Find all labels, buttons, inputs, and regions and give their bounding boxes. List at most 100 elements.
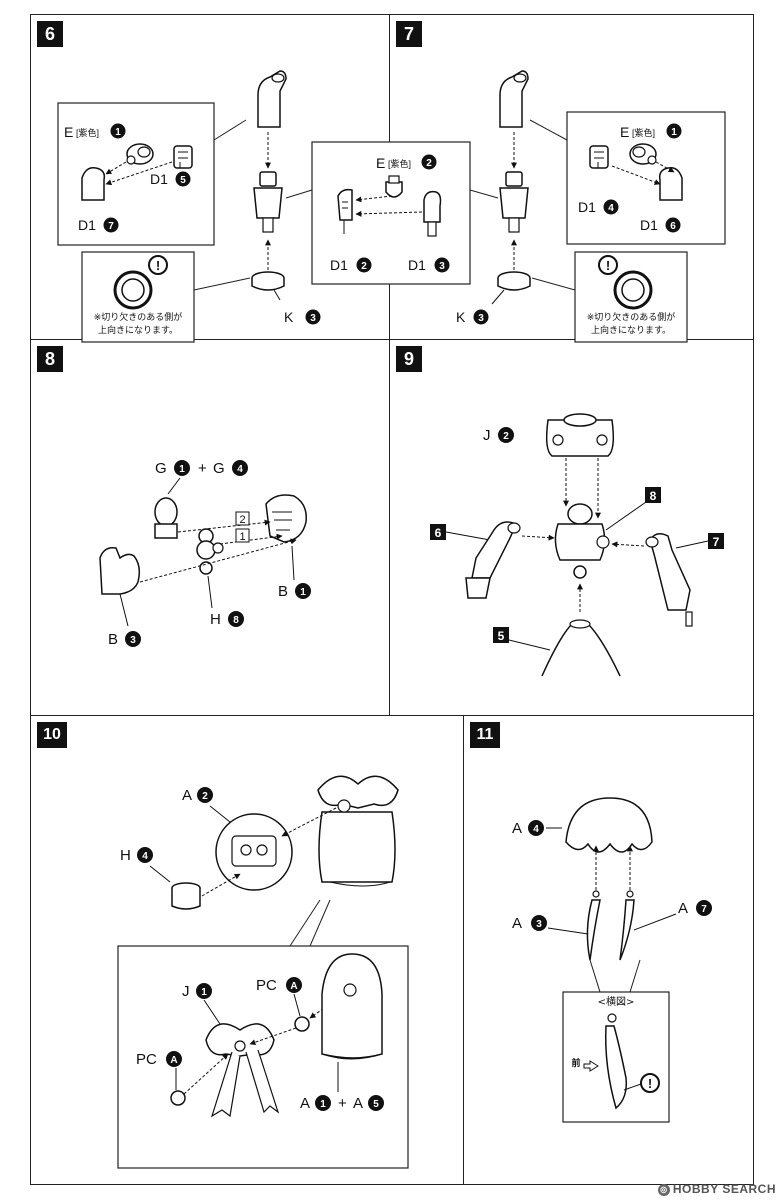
part-e-icon [126,143,154,165]
label-d1: D1 [78,217,96,233]
part-g-head-icon [154,497,178,539]
part-a2-disc-icon [215,813,293,891]
label-k: K [456,309,466,325]
label-sub: 2 [361,261,367,272]
step-ref-marker: 6 [435,526,442,540]
part-b3-torso-icon [99,546,141,595]
label-g: G [155,460,167,477]
label-a: A [182,787,192,804]
part-arm-6-icon [465,521,521,599]
label-a: A [512,915,522,932]
label-k: K [284,309,294,325]
note-line: ※切り欠きのある側が [586,313,676,323]
part-a4-hair-icon [565,797,653,853]
side-view-title: <横図> [597,997,635,1008]
notch-note-right: ※切り欠きのある側が 上向きになります。 [575,312,687,338]
label-sub: 3 [439,261,445,272]
part-e-icon [629,143,657,165]
svg-text:!: ! [606,258,610,273]
label-sub: A [290,981,297,992]
warning-icon: ! [148,255,168,275]
label-sub: 4 [533,824,539,835]
step-ref-marker: 7 [713,535,720,549]
part-body-8-icon [554,503,610,579]
label-d1: D1 [150,171,168,187]
svg-text:!: ! [156,258,160,273]
order-marker: 1 [239,531,245,543]
part-h8-joint-icon [196,528,224,575]
label-g: G [213,460,225,477]
label-pc: PC [256,977,277,994]
part-ribbon-assembly-icon [317,775,399,887]
watermark-logo-icon: ◎ [657,1183,670,1196]
label-a: A [512,820,522,837]
label-sub: 8 [233,615,239,626]
step-number: 8 [37,346,63,372]
part-e-2-icon [385,175,403,198]
part-j1-bow-icon [205,1023,280,1118]
label-sub: 4 [142,851,148,862]
label-sub: 2 [503,431,509,442]
svg-text:!: ! [648,1076,652,1091]
step-9-drawing: J 2 8 6 7 [430,413,724,677]
label-j: J [182,983,190,1000]
part-j2-collar-icon [545,413,615,457]
part-d1-5-icon [173,145,193,169]
label-e: E [376,155,385,171]
label-sub: 1 [179,464,185,475]
label-sub: 1 [201,987,207,998]
label-h: H [210,611,221,628]
part-a7-hairlock-icon [619,890,635,961]
part-d1-4-icon [589,145,609,169]
label-sub: 2 [426,158,432,169]
label-d1: D1 [330,257,348,273]
watermark: ◎HOBBY SEARCH [657,1182,776,1196]
label-sub: 5 [373,1099,379,1110]
step-number: 10 [37,722,67,748]
label-sub: 1 [300,587,306,598]
label-sub: 6 [670,221,676,232]
note-line: 上向きになります。 [97,326,179,336]
label-sub: 1 [115,127,121,138]
label-d1: D1 [640,217,658,233]
label-plus: + [198,460,207,477]
step-ref-marker: 5 [498,629,505,643]
part-arm-7-icon [645,533,693,627]
step-7-drawing: K 3 E [紫色] 1 D1 4 D1 6 [456,70,726,343]
part-a3-hairlock-icon [586,890,601,961]
label-sub: 3 [130,635,136,646]
part-elbow-icon [499,70,529,128]
step-number: 11 [470,722,500,748]
part-k-ring-icon [251,271,285,291]
detail-callout [566,111,726,245]
front-label: 前 [571,1059,581,1069]
label-sub: 7 [701,904,707,915]
label-purple: [紫色] [76,127,99,138]
label-purple: [紫色] [388,158,411,169]
part-forearm-icon [499,171,529,233]
label-a: A [678,900,688,917]
label-d1: D1 [408,257,426,273]
part-k-ring-icon [497,271,531,291]
step-6-drawing: E [紫色] 1 D1 5 D1 7 K 3 [57,70,321,343]
step-10-drawing: A 2 H 4 J 1 [117,775,409,1169]
step-8-panel: 8 [30,339,390,716]
part-d1-2-icon [337,188,353,234]
part-elbow-icon [257,70,287,128]
label-j: J [483,427,491,444]
label-sub: 1 [320,1099,326,1110]
step-number: 9 [396,346,422,372]
label-sub: 4 [608,203,614,214]
label-sub: 2 [202,791,208,802]
notch-ring-icon [613,270,653,310]
step-number: 7 [396,21,422,47]
label-e: E [64,124,73,140]
label-sub: 7 [108,221,114,232]
warning-icon: ! [640,1073,660,1093]
order-marker: 2 [239,514,245,526]
part-a1-back-icon [321,953,383,1060]
part-d1-6-icon [658,166,683,201]
label-sub: 4 [237,464,243,475]
label-b: B [108,631,118,648]
label-sub: 3 [310,313,316,324]
